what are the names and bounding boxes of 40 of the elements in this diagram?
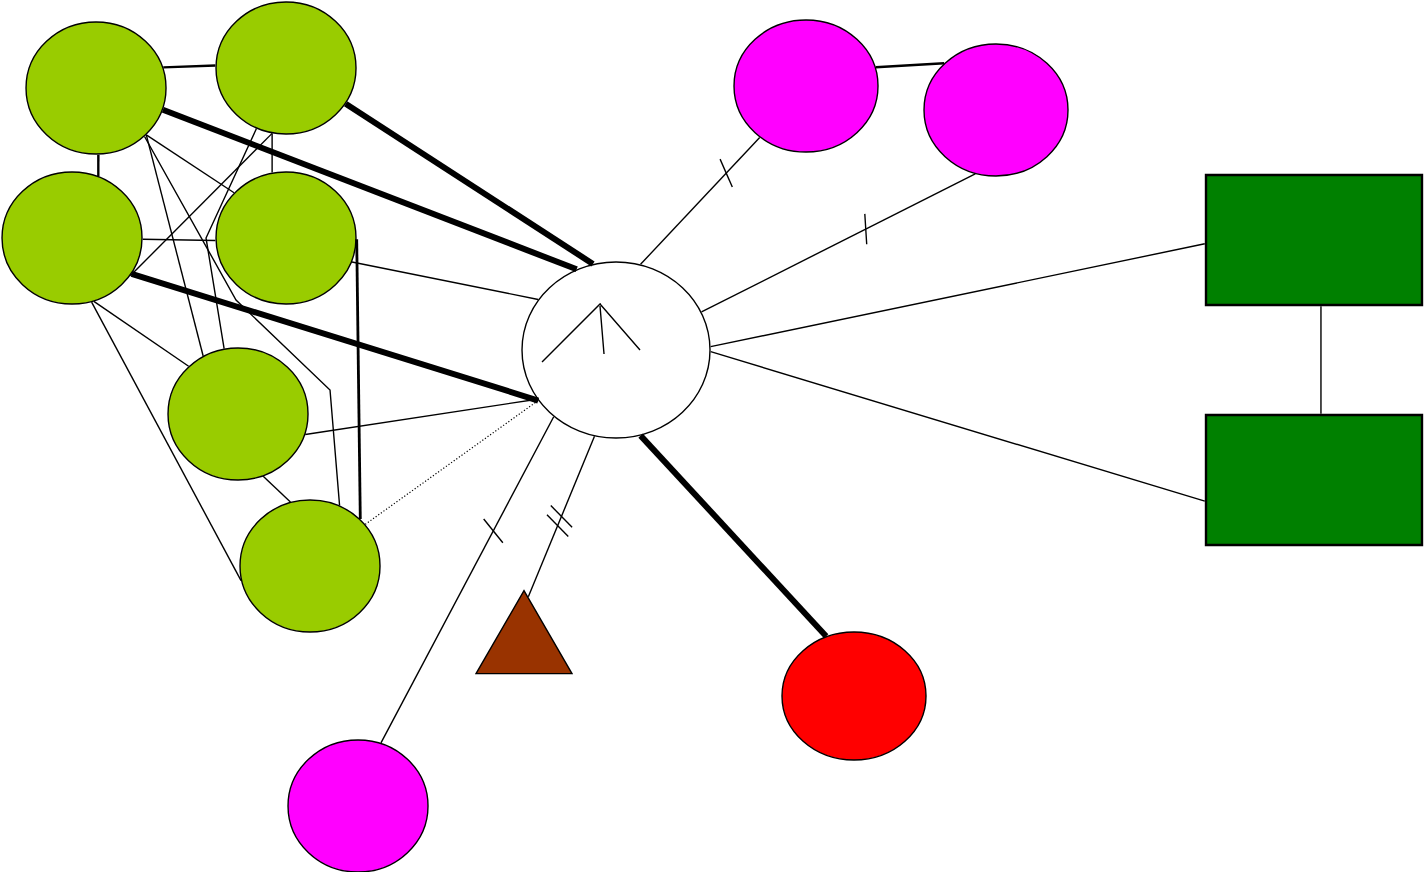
connector-line	[364, 399, 539, 525]
connector-line	[97, 154, 100, 177]
network-node	[239, 499, 381, 633]
connector-line	[262, 475, 292, 503]
network-node	[167, 347, 309, 481]
connector-line	[163, 64, 216, 69]
network-node	[1, 171, 143, 305]
network-node	[25, 21, 167, 155]
connector-line	[875, 62, 945, 69]
network-node	[215, 171, 357, 305]
network-node	[287, 739, 429, 872]
hub-circle	[521, 261, 711, 439]
connector-line	[145, 134, 235, 194]
connector-line	[638, 433, 829, 639]
connector-line	[90, 301, 242, 582]
connector-line	[527, 435, 596, 598]
connector-line	[351, 261, 539, 301]
network-node	[781, 631, 927, 761]
network-node	[923, 43, 1069, 177]
connector-line	[161, 106, 578, 273]
connector-line	[142, 238, 217, 242]
network-node	[215, 1, 357, 135]
connector-line	[710, 350, 1206, 502]
device-box	[1204, 173, 1424, 307]
connector-line	[129, 132, 273, 277]
connector-line	[205, 127, 258, 350]
connector-line	[130, 270, 540, 404]
connector-line	[700, 173, 976, 313]
connector-line	[143, 135, 341, 507]
connector-line	[709, 243, 1206, 348]
connector-line	[1320, 305, 1322, 415]
connector-line	[639, 136, 761, 265]
connector-line	[93, 300, 190, 367]
connector-line	[344, 101, 595, 267]
connector-line	[271, 132, 273, 174]
connector-line	[355, 239, 362, 520]
network-node	[733, 19, 879, 153]
device-box	[1204, 413, 1424, 547]
connector-line	[380, 416, 555, 744]
connector-line	[145, 134, 204, 357]
